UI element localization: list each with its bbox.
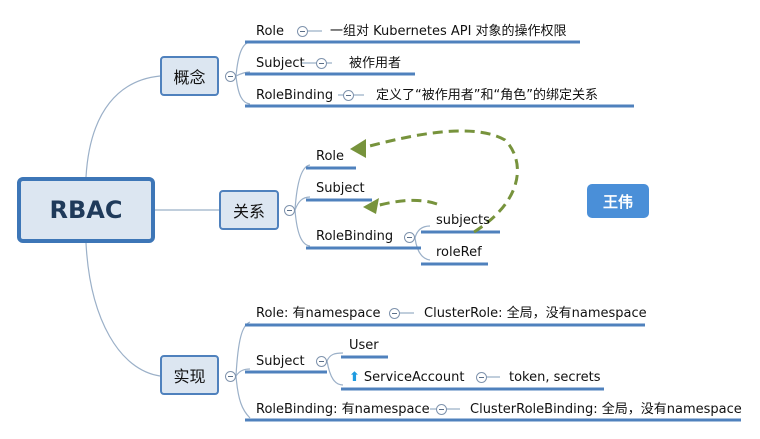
impl-serviceaccount-label: ServiceAccount	[363, 370, 465, 385]
relation-roleref-label: roleRef	[436, 245, 482, 260]
impl-clusterrole-label: ClusterRole: 全局，没有namespace	[424, 306, 647, 321]
minus-circle-icon[interactable]	[476, 372, 487, 383]
minus-circle-icon[interactable]	[316, 58, 327, 69]
root-to-impl-line	[85, 242, 161, 377]
minus-circle-icon[interactable]	[297, 26, 308, 37]
impl-user-label: User	[349, 338, 379, 353]
branch-relation[interactable]: 关系	[219, 190, 279, 230]
impl-role-label: Role: 有namespace	[256, 306, 381, 321]
minus-circle-icon[interactable]	[436, 404, 447, 415]
concept-subject-label: Subject	[256, 56, 305, 71]
root-to-concept-line	[85, 75, 161, 178]
minus-circle-icon[interactable]	[316, 356, 327, 367]
minus-circle-icon[interactable]	[225, 371, 236, 382]
concept-role-label: Role	[256, 24, 285, 39]
impl-clusterrolebinding-label: ClusterRoleBinding: 全局，没有namespace	[470, 402, 742, 417]
impl-token-label: token, secrets	[509, 370, 601, 385]
branch-impl[interactable]: 实现	[160, 355, 219, 395]
root-node-rbac[interactable]: RBAC	[17, 177, 155, 243]
relation-subject-label: Subject	[316, 181, 365, 196]
impl-rolebinding-label: RoleBinding: 有namespace	[256, 402, 430, 417]
relation-subjects-label: subjects	[436, 213, 490, 228]
concept-rolebinding-label: RoleBinding	[256, 88, 334, 103]
branch-concept[interactable]: 概念	[160, 56, 219, 96]
minus-circle-icon[interactable]	[284, 205, 295, 216]
minus-circle-icon[interactable]	[404, 232, 415, 243]
up-arrow-icon: ⬆	[349, 370, 360, 385]
minus-circle-icon[interactable]	[225, 71, 236, 82]
concept-role-desc: 一组对 Kubernetes API 对象的操作权限	[330, 24, 567, 39]
author-badge: 王伟	[587, 184, 649, 218]
impl-serviceaccount-item: ⬆ServiceAccount	[349, 370, 464, 386]
concept-rolebinding-desc: 定义了“被作用者”和“角色”的绑定关系	[376, 88, 598, 103]
impl-subject-label: Subject	[256, 354, 305, 369]
minus-circle-icon[interactable]	[343, 90, 354, 101]
concept-subject-desc: 被作用者	[349, 56, 402, 71]
relation-rolebinding-label: RoleBinding	[316, 229, 394, 244]
relation-role-label: Role	[316, 149, 345, 164]
minus-circle-icon[interactable]	[389, 308, 400, 319]
